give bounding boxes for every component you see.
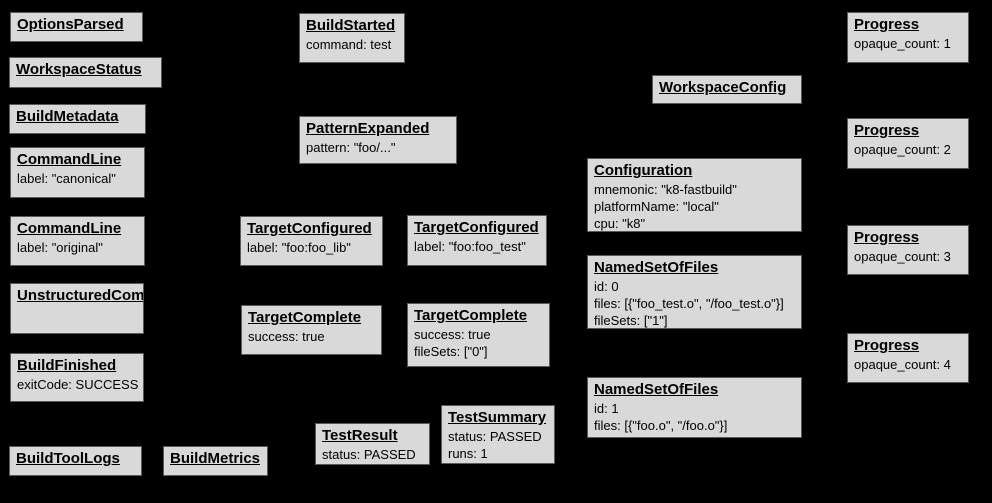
node-title: Progress (854, 229, 920, 246)
event-node-pattern-expanded: PatternExpanded pattern: "foo/..." (299, 116, 457, 164)
node-title: TargetComplete (248, 309, 362, 326)
event-node-progress-2: Progress opaque_count: 2 (847, 118, 969, 169)
node-title: BuildMetadata (16, 108, 119, 125)
node-field: fileSets: ["0"] (414, 343, 488, 359)
event-node-configuration: Configuration mnemonic: "k8-fastbuild"pla… (587, 158, 802, 232)
node-title: TargetConfigured (247, 220, 372, 237)
node-title: CommandLine (17, 220, 122, 237)
node-field: cpu: "k8" (594, 216, 646, 232)
node-title: UnstructuredCommandLine (17, 287, 144, 304)
node-field: pattern: "foo/..." (306, 139, 396, 155)
node-title: NamedSetOfFiles (594, 381, 719, 398)
event-node-workspace-status: WorkspaceStatus (9, 57, 162, 88)
node-title: Progress (854, 122, 920, 139)
event-node-command-line-original: CommandLine label: "original" (10, 216, 145, 266)
node-title: PatternExpanded (306, 120, 430, 137)
node-field: id: 1 (594, 400, 619, 416)
node-field: status: PASSED (322, 446, 416, 462)
node-field: fileSets: ["1"] (594, 313, 668, 329)
node-field: mnemonic: "k8-fastbuild" (594, 181, 737, 197)
node-field: opaque_count: 1 (854, 35, 951, 51)
node-field: opaque_count: 3 (854, 248, 951, 264)
node-field: status: PASSED (448, 428, 542, 444)
node-field: label: "foo:foo_test" (414, 238, 526, 254)
event-node-target-configured-lib: TargetConfigured label: "foo:foo_lib" (240, 216, 383, 266)
node-field: exitCode: SUCCESS (17, 376, 139, 392)
node-title: NamedSetOfFiles (594, 259, 719, 276)
node-field: label: "original" (17, 239, 103, 255)
node-field: success: true (414, 326, 491, 342)
node-field: opaque_count: 2 (854, 141, 951, 157)
node-field: opaque_count: 4 (854, 356, 951, 372)
node-title: CommandLine (17, 151, 122, 168)
node-title: BuildMetrics (170, 450, 261, 467)
node-title: BuildStarted (306, 17, 396, 34)
event-node-command-line-canonical: CommandLine label: "canonical" (10, 147, 145, 198)
node-title: Progress (854, 337, 920, 354)
event-node-build-metrics: BuildMetrics (163, 446, 268, 476)
event-node-build-started: BuildStarted command: test (299, 13, 405, 63)
node-title: BuildToolLogs (16, 450, 120, 467)
event-node-progress-1: Progress opaque_count: 1 (847, 12, 969, 63)
event-node-build-tool-logs: BuildToolLogs (9, 446, 142, 476)
event-node-progress-3: Progress opaque_count: 3 (847, 225, 969, 275)
event-node-build-metadata: BuildMetadata (9, 104, 146, 134)
node-field: label: "canonical" (17, 170, 116, 186)
node-title: WorkspaceStatus (16, 61, 142, 78)
node-title: WorkspaceConfig (659, 79, 787, 96)
node-field: runs: 1 (448, 445, 488, 461)
event-node-workspace-config: WorkspaceConfig (652, 75, 802, 104)
node-title: TargetComplete (414, 307, 528, 324)
node-field: command: test (306, 36, 392, 52)
event-node-test-result: TestResult status: PASSED (315, 423, 430, 465)
node-title: TestResult (322, 427, 398, 444)
node-title: Configuration (594, 162, 693, 179)
event-node-build-finished: BuildFinished exitCode: SUCCESS (10, 353, 144, 402)
event-node-target-complete-lib: TargetComplete success: true (241, 305, 382, 355)
node-title: Progress (854, 16, 920, 33)
node-field: label: "foo:foo_lib" (247, 239, 351, 255)
node-title: TestSummary (448, 409, 547, 426)
node-title: BuildFinished (17, 357, 117, 374)
event-node-options-parsed: OptionsParsed (10, 12, 143, 42)
node-field: success: true (248, 328, 325, 344)
event-node-unstructured-command-line: UnstructuredCommandLine (10, 283, 144, 334)
node-title: TargetConfigured (414, 219, 539, 236)
node-field: files: [{"foo_test.o", "/foo_test.o"}] (594, 295, 784, 311)
node-field: id: 0 (594, 278, 619, 294)
node-title: OptionsParsed (17, 16, 124, 33)
event-node-target-configured-test: TargetConfigured label: "foo:foo_test" (407, 215, 547, 266)
node-field: files: [{"foo.o", "/foo.o"}] (594, 417, 728, 433)
event-node-progress-4: Progress opaque_count: 4 (847, 333, 969, 383)
node-field: platformName: "local" (594, 198, 719, 214)
